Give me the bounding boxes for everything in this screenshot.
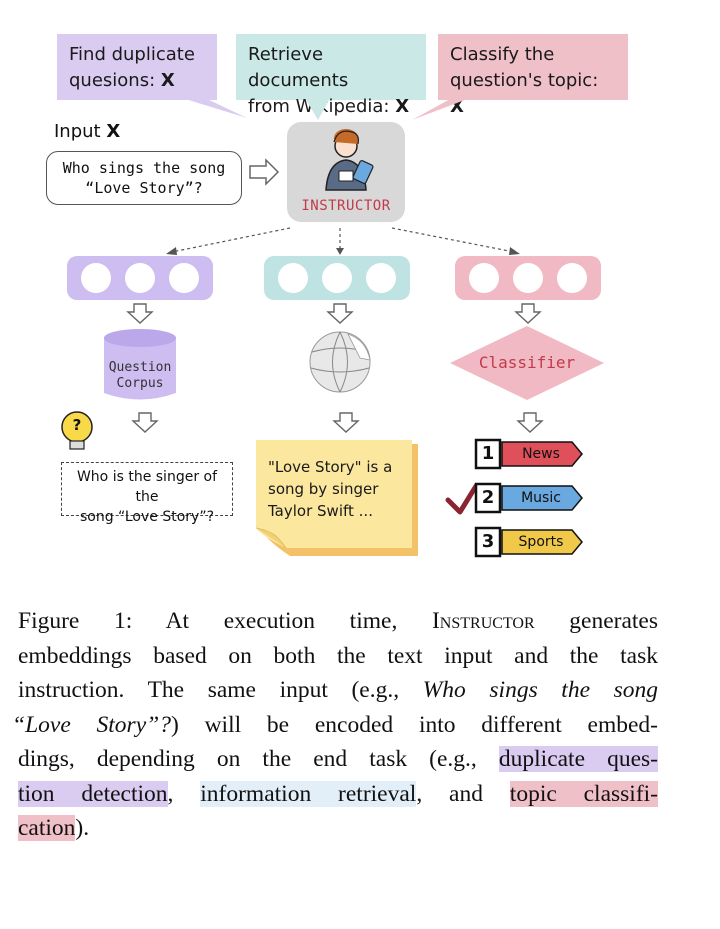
question-corpus-icon [104, 329, 176, 400]
retrieval-result-text: "Love Story" is a song by singer Taylor … [268, 458, 393, 520]
figure-caption: Figure 1: At execution time, Instructor … [12, 604, 659, 846]
bubble-tail-left [182, 98, 247, 118]
bubble-retrieve-x: X [395, 96, 410, 117]
duplicate-result-box: Who is the singer of the song “Love Stor… [61, 462, 233, 525]
instructor-person-icon [325, 129, 374, 191]
bubble-retrieve-line1: Retrieve documents [248, 44, 349, 91]
rank-label-music: Music [521, 490, 561, 506]
input-arrow-icon [249, 158, 280, 186]
input-x: X [106, 121, 121, 142]
corpus-label: Question Corpus [108, 360, 172, 391]
rank-tag-2 [501, 485, 583, 511]
caption-line-3: instruction. The same input (e.g., Who s… [18, 677, 659, 703]
rank-number-box-3 [474, 526, 502, 558]
embedding-classification [455, 256, 601, 300]
wikipedia-globe-icon [309, 331, 371, 393]
caption-line-5: dings, depending on the end task (e.g., … [18, 746, 659, 772]
checkmark-icon [445, 483, 479, 515]
input-box: Who sings the song “Love Story”? [46, 151, 242, 205]
classifier-label: Classifier [478, 353, 576, 372]
input-line1: Who sings the song [62, 159, 226, 177]
rank-label-news: News [522, 446, 560, 462]
rank-number-box-1 [474, 438, 502, 470]
classifier-diamond-icon [450, 326, 604, 400]
input-label: Input X [54, 121, 121, 142]
embedding-duplicate [67, 256, 213, 300]
input-line2: “Love Story”? [85, 179, 203, 197]
down-arrows [126, 303, 544, 433]
rank-number-2: 2 [481, 487, 495, 508]
bubble-duplicate-line1: Find duplicate [69, 44, 195, 65]
rank-tags [474, 438, 583, 558]
dashed-arrows [171, 227, 515, 253]
caption-line-4: “Love Story”?) will be encoded into diff… [12, 711, 658, 738]
caption-line-2: embeddings based on both the text input … [18, 642, 658, 669]
bubble-tail-right [412, 98, 470, 120]
bubble-classify-line1: Classify the [450, 44, 555, 65]
bubble-classify-line2: question's topic: [450, 70, 599, 91]
rank-tag-3 [501, 529, 583, 555]
bubble-tail-middle [305, 98, 330, 120]
rank-number-3: 3 [481, 531, 495, 552]
bubble-retrieve-task: Retrieve documents from Wikipedia: X [236, 34, 426, 117]
rank-number-box-2 [474, 482, 502, 514]
caption-line-1: Figure 1: At execution time, Instructor … [18, 608, 658, 634]
bubble-duplicate-task: Find duplicate quesions: X [57, 34, 217, 100]
lightbulb-icon [61, 411, 93, 450]
figure-graphics [61, 98, 604, 558]
rank-number-1: 1 [481, 443, 495, 464]
caption-line-6: tion detection, information retrieval, a… [18, 780, 659, 807]
caption-line-7: cation). [18, 815, 90, 841]
lightbulb-question-mark: ? [72, 416, 82, 434]
bubble-duplicate-x: X [160, 70, 175, 91]
rank-label-sports: Sports [518, 534, 564, 550]
instructor-label: INSTRUCTOR [301, 198, 391, 214]
embedding-retrieval [264, 256, 410, 300]
bubble-duplicate-line2: quesions: [69, 70, 161, 91]
sticky-note-icon [255, 440, 418, 556]
rank-tag-1 [501, 441, 583, 467]
